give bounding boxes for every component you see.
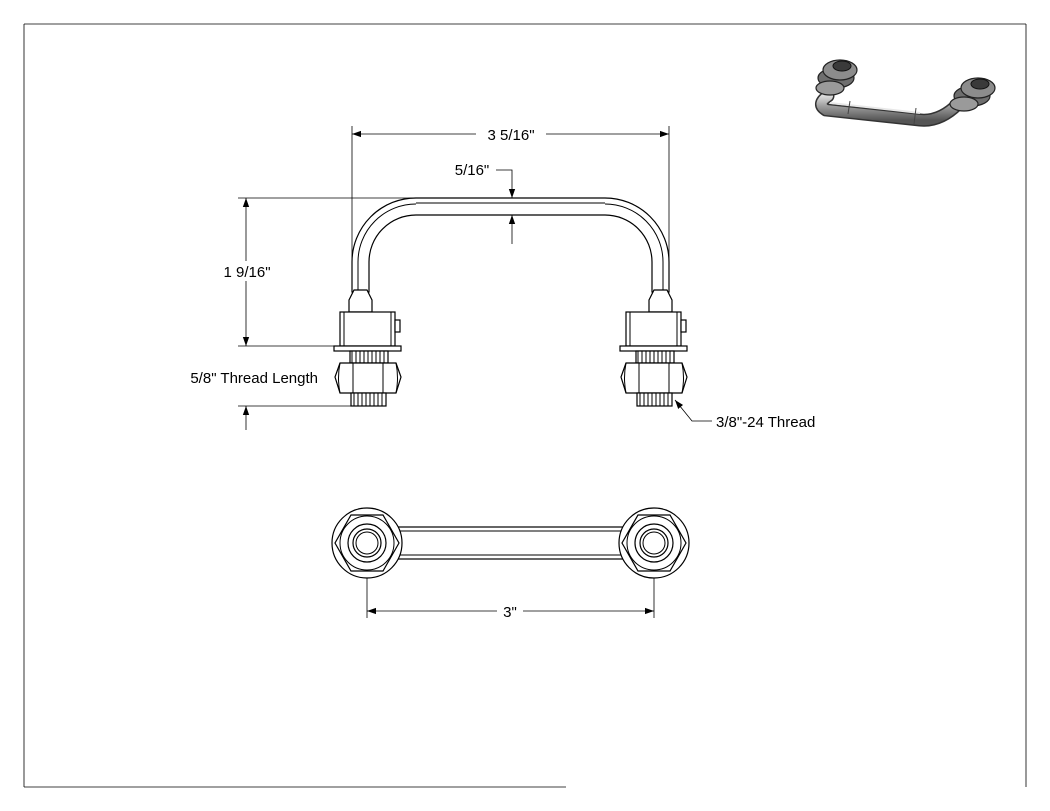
top-right-nut: [618, 507, 690, 579]
thread-length-label: 5/8" Thread Length: [190, 370, 318, 387]
dim-center-spacing: 3": [366, 578, 655, 621]
thread-spec-label: 3/8"-24 Thread: [716, 414, 815, 431]
top-left-nut: [331, 507, 403, 579]
dim-height: 1 9/16": [216, 197, 416, 347]
tube-diameter-label: 5/16": [455, 162, 490, 179]
drawing-border: [23, 23, 1027, 788]
center-spacing-label: 3": [503, 604, 517, 621]
right-post-assembly: [619, 289, 688, 407]
isometric-view: [815, 59, 996, 127]
dim-overall-width: 3 5/16": [351, 124, 670, 262]
top-view: 3": [331, 507, 690, 621]
dim-tube-diameter: 5/16": [455, 162, 516, 244]
overall-width-label: 3 5/16": [487, 127, 534, 144]
handle-tube: [351, 197, 670, 293]
left-post-assembly: [333, 289, 402, 407]
dim-thread-length: 5/8" Thread Length: [190, 370, 351, 430]
height-label: 1 9/16": [223, 264, 270, 281]
front-view: 3 5/16" 5/16" 1 9/16" 5/8" Thread Length…: [190, 124, 815, 431]
leader-thread-spec: 3/8"-24 Thread: [674, 399, 815, 431]
